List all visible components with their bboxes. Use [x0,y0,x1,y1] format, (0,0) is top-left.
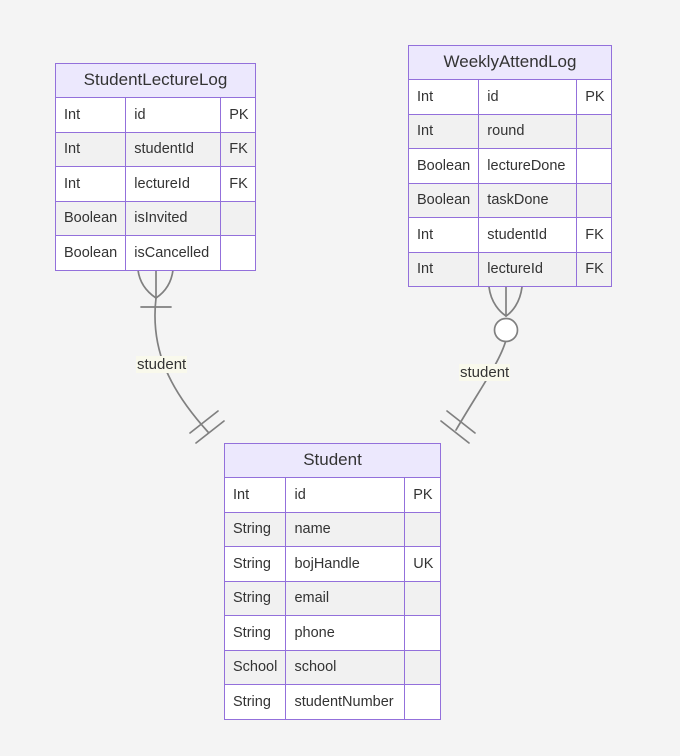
crowsfoot-right-prong [505,286,523,317]
attribute-key-badge [405,512,440,546]
attribute-name: id [286,478,406,512]
cardinality-bar-outer [189,410,219,434]
attribute-name: bojHandle [286,547,406,581]
crowsfoot-right-prong [155,269,174,299]
attribute-type: School [225,650,287,684]
attribute-key-badge [577,114,611,148]
attribute-name: phone [286,616,406,650]
attribute-key-badge [405,685,440,719]
attribute-key-badge: FK [221,167,255,201]
attribute-type: Int [409,252,480,286]
attribute-name: round [479,114,578,148]
attribute-key-badge: PK [405,478,440,512]
attribute-type: String [225,581,287,615]
attribute-key-badge [577,149,611,183]
attribute-key-badge [221,201,255,235]
attribute-type: Int [409,218,480,252]
attribute-key-badge [405,616,440,650]
attribute-type: Boolean [409,183,480,217]
cardinality-bar-outer [446,410,476,434]
attribute-type: String [225,512,287,546]
attribute-name: lectureDone [479,149,578,183]
attribute-type: Int [56,98,127,132]
attribute-type: Int [225,478,287,512]
attribute-type: Boolean [56,236,127,270]
crowsfoot-left-prong [137,269,157,299]
attribute-name: id [126,98,222,132]
entity-title-weekly-attend-log: WeeklyAttendLog [409,46,611,80]
cardinality-bar-inner [440,420,470,444]
attribute-name: lectureId [479,252,578,286]
attribute-type: Int [409,114,480,148]
attribute-key-badge [577,183,611,217]
attribute-name: studentId [479,218,578,252]
attribute-key-badge [405,650,440,684]
crowsfoot-left-prong [488,286,507,317]
attribute-name: taskDone [479,183,578,217]
attribute-name: school [286,650,406,684]
attribute-key-badge: PK [577,80,611,114]
attribute-name: name [286,512,406,546]
entity-title-student: Student [225,444,440,478]
attribute-key-badge [405,581,440,615]
entity-title-student-lecture-log: StudentLectureLog [56,64,255,98]
attribute-key-badge [221,236,255,270]
attribute-type: Int [56,167,127,201]
attribute-name: studentId [126,132,222,166]
attribute-key-badge: PK [221,98,255,132]
edge-path [455,339,507,431]
attribute-type: String [225,616,287,650]
attribute-name: isCancelled [126,236,222,270]
attribute-type: Boolean [409,149,480,183]
attribute-key-badge: FK [577,218,611,252]
attribute-name: lectureId [126,167,222,201]
cardinality-bar-inner [195,420,225,444]
attribute-type: Int [409,80,480,114]
attribute-type: Boolean [56,201,127,235]
cardinality-circle-zero [493,317,519,343]
attribute-type: String [225,547,287,581]
attribute-name: email [286,581,406,615]
attribute-name: isInvited [126,201,222,235]
attribute-key-badge: FK [221,132,255,166]
attribute-key-badge: UK [405,547,440,581]
attribute-name: id [479,80,578,114]
attribute-type: Int [56,132,127,166]
relationship-label-weekly-attend-log-student: student [459,364,511,381]
attribute-type: String [225,685,287,719]
relationship-label-student-lecture-log-student: student [136,356,188,373]
attribute-key-badge: FK [577,252,611,286]
attribute-name: studentNumber [286,685,406,719]
